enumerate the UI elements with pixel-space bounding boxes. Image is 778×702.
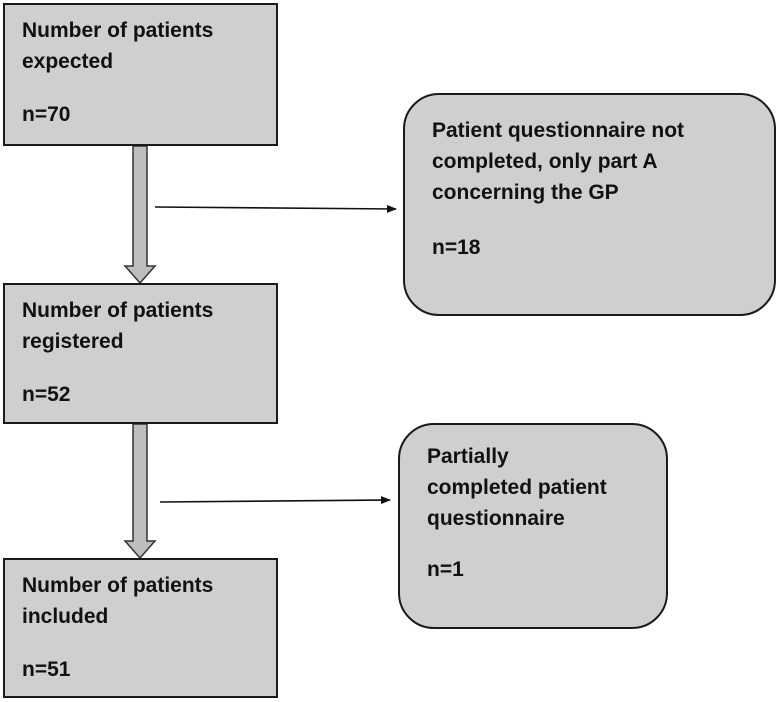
box-included-count: n=51 (22, 658, 71, 681)
box-patients-expected: Number of patients expected n=70 (3, 3, 278, 146)
box-partial-line1: Partially (427, 445, 509, 468)
box-included-line1: Number of patients (22, 574, 214, 597)
box-registered-count: n=52 (22, 383, 71, 406)
box-expected-line2: expected (22, 50, 114, 73)
box-excluded-gp-count: n=18 (432, 236, 481, 259)
box-excluded-gp-line2: completed, only part A (432, 150, 658, 173)
box-included-line2: included (22, 605, 109, 628)
side-arrow-to-partial (159, 496, 391, 505)
box-excluded-gp-line1: Patient questionnaire not (432, 119, 685, 142)
box-patients-included: Number of patients included n=51 (3, 558, 278, 698)
box-expected-line1: Number of patients (22, 19, 214, 42)
box-registered-line2: registered (22, 330, 124, 353)
box-patients-registered: Number of patients registered n=52 (3, 283, 278, 424)
down-arrow-registered-to-included (123, 423, 157, 560)
box-registered-line1: Number of patients (22, 299, 214, 322)
box-partial-line3: questionnaire (427, 507, 565, 530)
side-arrow-to-excluded-gp (154, 204, 397, 213)
box-expected-count: n=70 (22, 103, 71, 126)
box-partial-count: n=1 (427, 558, 464, 581)
box-partially-completed: Partially completed patient questionnair… (398, 423, 668, 629)
down-arrow-expected-to-registered (123, 145, 157, 285)
box-questionnaire-not-completed: Patient questionnaire not completed, onl… (403, 93, 776, 316)
box-excluded-gp-line3: concerning the GP (432, 181, 619, 204)
box-partial-line2: completed patient (427, 476, 607, 499)
